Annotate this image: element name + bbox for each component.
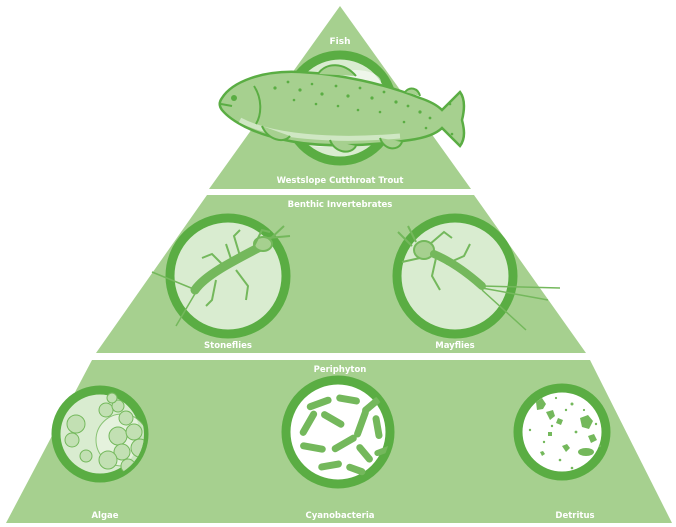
- label-cyanobacteria: Cyanobacteria: [306, 511, 375, 521]
- tier-title-periphyton: Periphyton: [314, 365, 367, 375]
- label-mayflies: Mayflies: [435, 341, 475, 351]
- stonefly-circle: [170, 218, 286, 334]
- label-stoneflies: Stoneflies: [204, 341, 252, 351]
- tier-title-benthic-invertebrates: Benthic Invertebrates: [288, 200, 393, 210]
- detritus-circle: [518, 388, 606, 476]
- label-westslope-cutthroat-trout: Westslope Cutthroat Trout: [277, 176, 404, 186]
- tier-title-fish: Fish: [330, 37, 351, 47]
- label-detritus: Detritus: [555, 511, 594, 521]
- label-algae: Algae: [91, 511, 118, 521]
- mayfly-circle: [397, 218, 513, 334]
